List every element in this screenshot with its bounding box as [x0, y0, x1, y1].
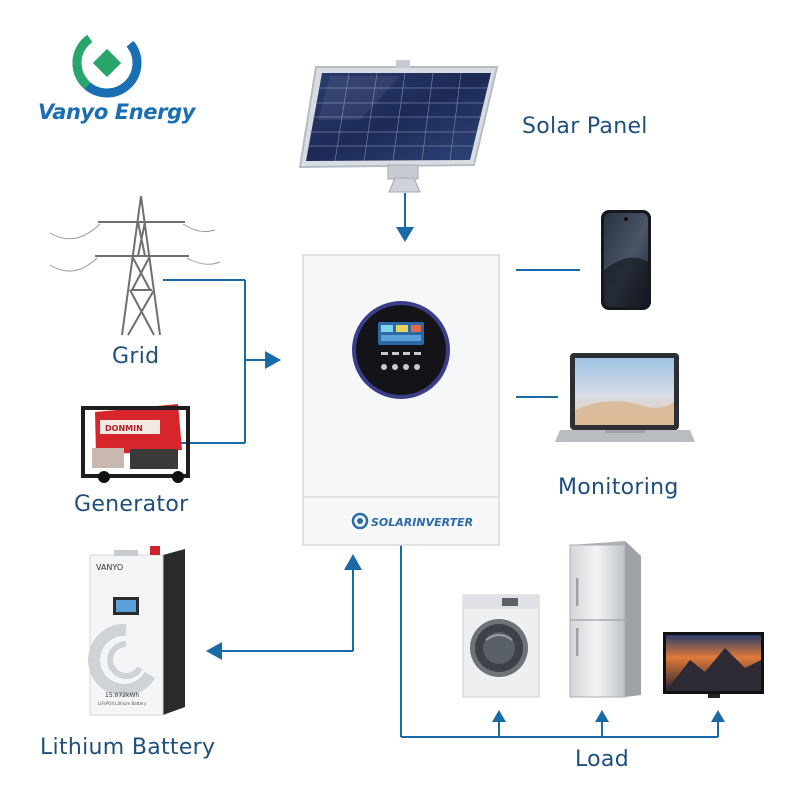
inverter-brand-text: SOLARINVERTER — [371, 516, 473, 529]
arrow-right-icon — [265, 351, 281, 369]
arrow-up-icon — [711, 710, 725, 722]
battery-brand-text: VANYO — [96, 563, 123, 572]
battery-spec-line1: 15.072kWh — [105, 692, 139, 699]
solar-panel-label: Solar Panel — [522, 114, 648, 139]
monitoring-label: Monitoring — [558, 475, 679, 500]
grid-label: Grid — [112, 344, 160, 369]
arrow-down-icon — [396, 227, 414, 242]
generator-label: Generator — [74, 492, 189, 517]
inverter-logo-icon — [351, 512, 369, 530]
brand-name: Vanyo Energy — [38, 100, 195, 124]
arrow-up-icon — [492, 710, 506, 722]
load-label: Load — [575, 747, 629, 772]
generator-brand-text: DONMIN — [105, 424, 143, 433]
battery-spec-line2: LiFePO4 Lithium Battery — [98, 701, 147, 706]
arrow-up-icon — [344, 554, 362, 570]
arrow-up-icon — [595, 710, 609, 722]
arrow-left-icon — [206, 642, 222, 660]
lithium-battery-label: Lithium Battery — [40, 735, 216, 760]
